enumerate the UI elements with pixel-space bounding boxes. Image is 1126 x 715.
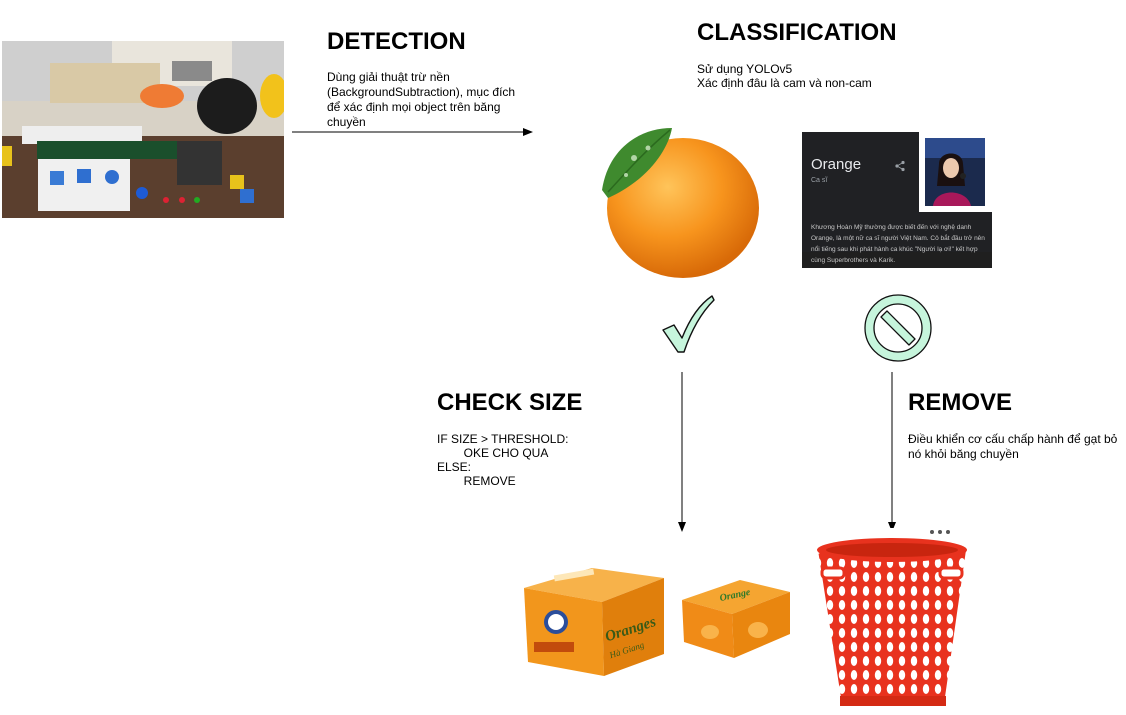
knowledge-card-name: Orange [811, 156, 862, 173]
conveyor-photo-drawing [2, 41, 284, 218]
knowledge-card-subtitle: Ca sĩ [811, 177, 828, 184]
prohibited-icon [864, 294, 932, 362]
detection-title: DETECTION [327, 28, 466, 55]
arrow-to-basket [888, 372, 896, 532]
classification-line-2: Xác định đâu là cam và non-cam [697, 76, 872, 90]
red-basket-image [812, 528, 972, 710]
big-orange-box-image: Oranges Hà Giang [514, 558, 676, 680]
detection-description: Dùng giải thuật trừ nền (BackgroundSubtr… [327, 70, 516, 129]
classification-title: CLASSIFICATION [697, 19, 897, 46]
knowledge-card-body: Khương Hoàn Mỹ thường được biết đến với … [811, 224, 985, 264]
arrow-detection-to-classification [292, 128, 533, 136]
classification-line-1: Sử dụng YOLOv5 [697, 62, 793, 76]
remove-title: REMOVE [908, 389, 1013, 416]
check-size-title: CHECK SIZE [437, 389, 583, 416]
small-orange-box-image: Orange [680, 574, 792, 660]
conveyor-photo [2, 41, 284, 218]
orange-fruit-image [598, 120, 773, 280]
check-size-pseudocode: IF SIZE > THRESHOLD: OKE CHO QUA ELSE: R… [437, 432, 569, 488]
singer-photo [919, 132, 992, 212]
arrow-to-boxes [678, 372, 686, 532]
share-icon[interactable] [894, 160, 906, 172]
remove-description: Điều khiển cơ cấu chấp hành để gạt bỏ nó… [908, 432, 1118, 461]
knowledge-card: Orange Ca sĩ Khương Hoàn Mỹ thường được … [802, 132, 992, 268]
check-icon [662, 295, 715, 353]
